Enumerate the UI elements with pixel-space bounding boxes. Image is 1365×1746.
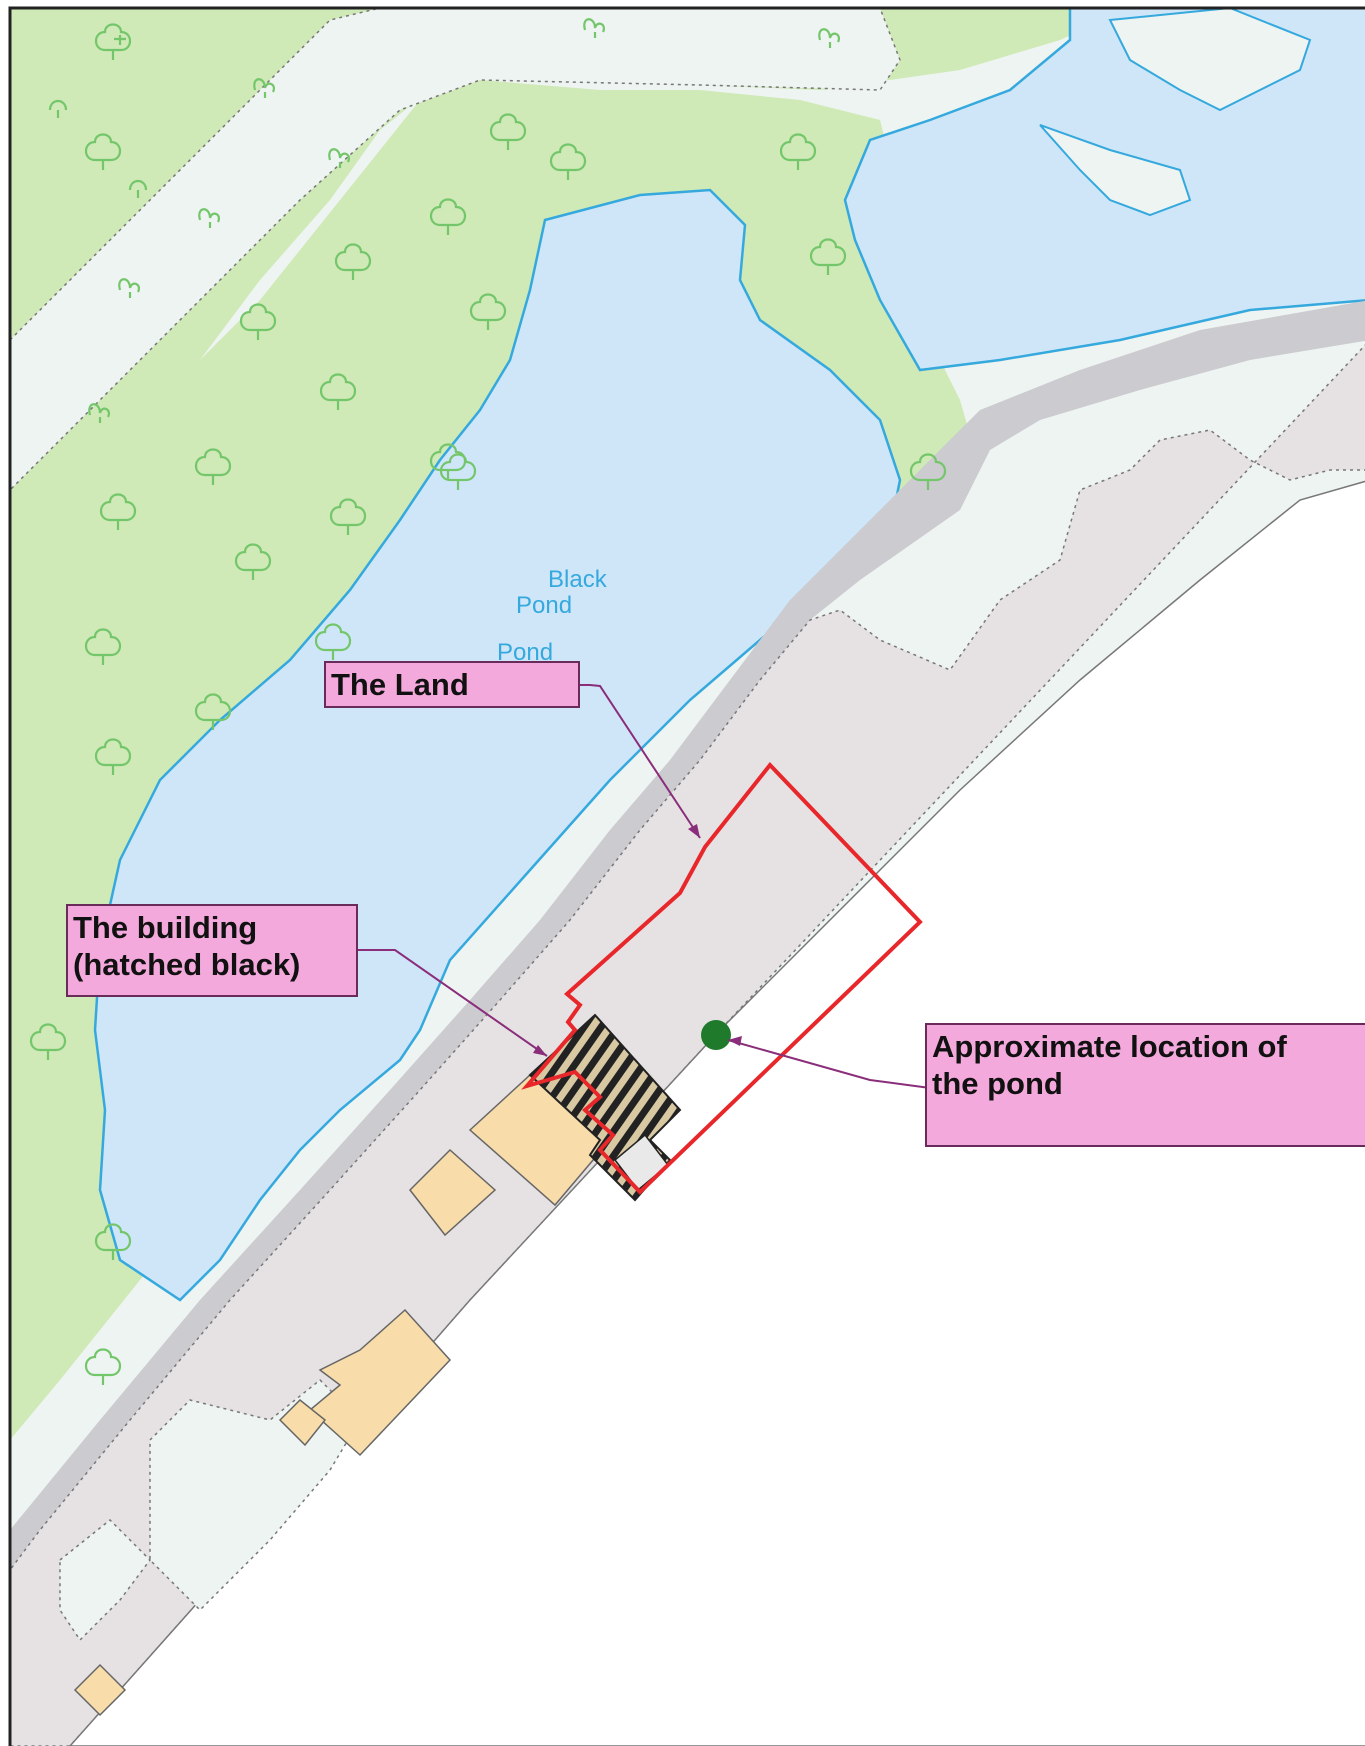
deciduous-tree-icon [99,493,137,530]
coniferous-tree-icon [88,403,110,423]
deciduous-tree-icon [779,133,817,170]
deciduous-tree-icon [439,453,477,490]
land-leader [578,684,701,839]
arrowhead-icon [688,824,700,838]
coniferous-tree-icon [253,78,275,98]
deciduous-tree-icon [94,738,132,775]
land-callout-text: The Land [331,667,469,702]
deciduous-tree-icon [809,238,847,275]
deciduous-tree-icon [94,1223,132,1260]
coniferous-tree-icon [818,28,840,48]
building [308,1308,452,1457]
building-callout: The building (hatched black) [66,904,358,997]
pond-leader [727,1039,931,1089]
deciduous-tree-icon [194,448,232,485]
building [278,1398,327,1447]
building [409,1148,497,1237]
deciduous-tree-icon [319,373,357,410]
verge-clearing-2 [59,1518,151,1642]
deciduous-tree-icon [84,133,122,170]
pond-callout-line1: Approximate location of [932,1029,1287,1064]
deciduous-tree-icon [84,628,122,665]
map-label-pond: Pond [516,592,572,619]
land-callout: The Land [324,661,580,708]
map-label-black: Black [548,566,608,593]
building [73,1663,127,1717]
coniferous-tree-icon [583,18,605,38]
deciduous-tree-icon [549,143,587,180]
black-pond-lake [93,188,902,1302]
arrowhead-icon [533,1045,547,1056]
coniferous-tree-icon [198,208,220,228]
coniferous-tree-icon [114,35,126,45]
deciduous-tree-icon [429,198,467,235]
building-callout-line2: (hatched black) [73,947,301,982]
deciduous-tree-icon [909,453,947,490]
pond-callout: Approximate location of the pond [925,1023,1365,1147]
coniferous-tree-icon [118,278,140,298]
deciduous-tree-icon [329,498,367,535]
deciduous-tree-icon [94,23,132,60]
deciduous-tree-icon [489,113,527,150]
coniferous-tree-icon [128,179,148,198]
deciduous-tree-icon [29,1023,67,1060]
deciduous-tree-icon [314,623,352,660]
leader-arrowheads [533,824,742,1056]
arrowhead-icon [728,1036,742,1046]
coniferous-tree-icon [328,148,350,168]
deciduous-tree-icon [194,693,232,730]
building-leader [355,949,548,1057]
deciduous-tree-icon [84,1348,122,1385]
building-callout-line1: The building [73,910,258,945]
deciduous-tree-icon [469,293,507,330]
deciduous-tree-icon [334,243,372,280]
tree-symbols [29,18,947,1385]
site-boundary [521,761,923,1195]
map-frame [8,6,1365,1746]
label-leaders [355,684,931,1089]
coniferous-tree-icon [48,99,68,118]
clearing-strip [10,8,901,492]
lake-island [1108,8,1312,112]
lake-inlet [1039,124,1192,217]
deciduous-tree-icon [239,303,277,340]
deciduous-tree-icon [234,543,272,580]
deciduous-tree-icon [429,443,467,480]
pond-callout-line2: the pond [932,1066,1063,1101]
pond-marker-icon [701,1020,731,1050]
